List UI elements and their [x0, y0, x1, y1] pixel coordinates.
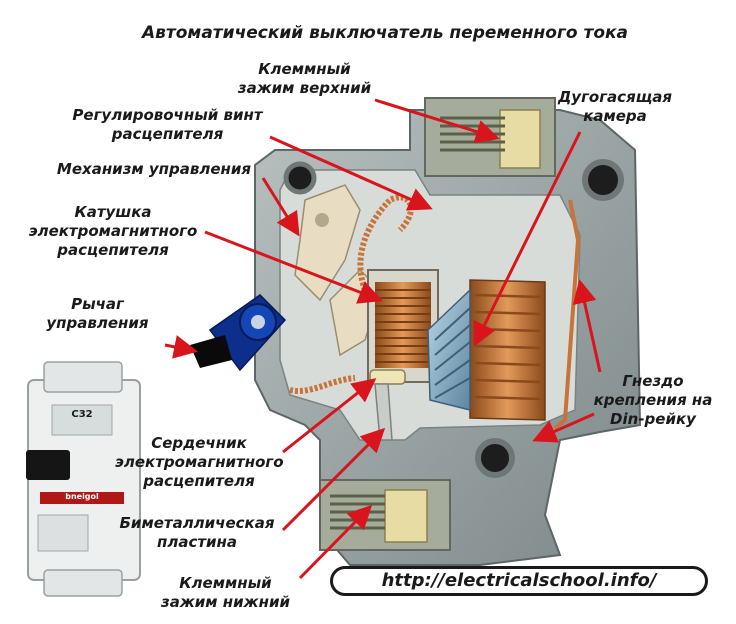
label-arc-chamber-line1: Дугогасящая — [557, 88, 673, 106]
label-din-socket-line3: Din-рейку — [610, 410, 696, 428]
arrow-bimetal — [281, 427, 386, 532]
label-core: Сердечник электромагнитного расцепителя — [115, 434, 284, 491]
label-adjust-screw-line1: Регулировочный винт — [72, 106, 263, 124]
arrow-terminal-bottom — [298, 504, 373, 580]
label-core-line3: расцепителя — [143, 472, 255, 490]
arrow-din-socket — [572, 279, 602, 373]
label-lever-line1: Рычаг — [71, 295, 124, 313]
label-din-socket: Гнездо крепления на Din-рейку — [583, 372, 723, 429]
label-bimetal: Биметаллическая пластина — [108, 514, 286, 552]
label-terminal-top-line1: Клеммный — [258, 60, 351, 78]
source-url-badge: http://electricalschool.info/ — [330, 566, 708, 596]
magnetic-core — [369, 369, 406, 385]
label-coil-line3: расцепителя — [57, 241, 169, 259]
label-mechanism-line1: Механизм управления — [56, 160, 252, 178]
label-arc-chamber-line2: камера — [583, 107, 647, 125]
label-core-line2: электромагнитного — [115, 453, 284, 471]
label-coil-line1: Катушка — [74, 203, 152, 221]
arrow-din-socket-2 — [532, 412, 595, 443]
label-mechanism: Механизм управления — [40, 160, 268, 179]
electromagnetic-coil — [367, 269, 439, 383]
label-core-line1: Сердечник — [151, 434, 247, 452]
label-terminal-top-line2: зажим верхний — [237, 79, 372, 97]
breaker-photo — [26, 361, 141, 597]
label-bimetal-line2: пластина — [156, 533, 238, 551]
arrow-terminal-top — [374, 98, 500, 144]
label-coil: Катушка электромагнитного расцепителя — [18, 203, 208, 260]
label-coil-line2: электромагнитного — [28, 222, 198, 240]
label-terminal-bottom-line2: зажим нижний — [161, 593, 290, 611]
diagram-title: Автоматический выключатель переменного т… — [141, 23, 629, 43]
label-lever-line2: управления — [46, 314, 149, 332]
arrow-coil — [204, 230, 383, 304]
label-adjust-screw-line2: расцепителя — [111, 125, 224, 143]
label-arc-chamber: Дугогасящая камера — [555, 88, 675, 126]
arrow-mechanism — [261, 177, 300, 237]
arrow-adjust-screw — [269, 135, 433, 211]
bimetal-strip — [374, 383, 393, 441]
control-lever — [190, 294, 287, 372]
label-terminal-bottom: Клеммный зажим нижний — [143, 574, 308, 612]
label-din-socket-line1: Гнездо — [622, 372, 684, 390]
label-lever: Рычаг управления — [35, 295, 160, 333]
label-terminal-top: Клеммный зажим верхний — [222, 60, 387, 98]
arrow-arc-chamber — [473, 131, 582, 347]
pointer-arrows — [164, 98, 602, 580]
device-brand: bneigol — [65, 492, 99, 501]
label-din-socket-line2: крепления на — [593, 391, 713, 409]
label-adjust-screw: Регулировочный винт расцепителя — [50, 106, 285, 144]
device-rating: C32 — [71, 409, 93, 420]
source-url[interactable]: http://electricalschool.info/ — [381, 570, 657, 591]
top-terminal — [424, 97, 556, 177]
arrow-core — [282, 378, 377, 454]
mounting-holes — [283, 159, 624, 478]
arrow-lever — [164, 335, 198, 359]
din-rail-strip — [553, 199, 581, 430]
copper-braids — [289, 194, 414, 394]
label-terminal-bottom-line1: Клеммный — [179, 574, 272, 592]
bottom-terminal — [319, 479, 451, 551]
label-bimetal-line1: Биметаллическая — [119, 514, 275, 532]
